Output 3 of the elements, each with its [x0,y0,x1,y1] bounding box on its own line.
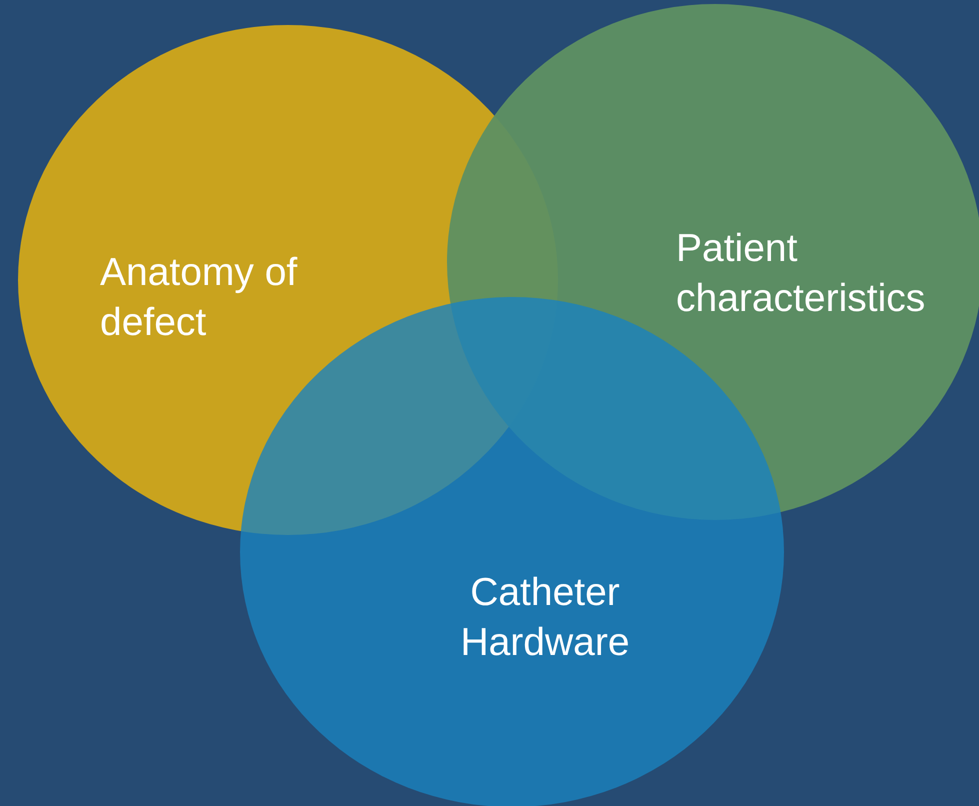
circle-label: Patient characteristics [676,226,926,322]
circle-label: Anatomy of defect [100,250,298,346]
circle-label: Catheter Hardware [459,570,631,666]
